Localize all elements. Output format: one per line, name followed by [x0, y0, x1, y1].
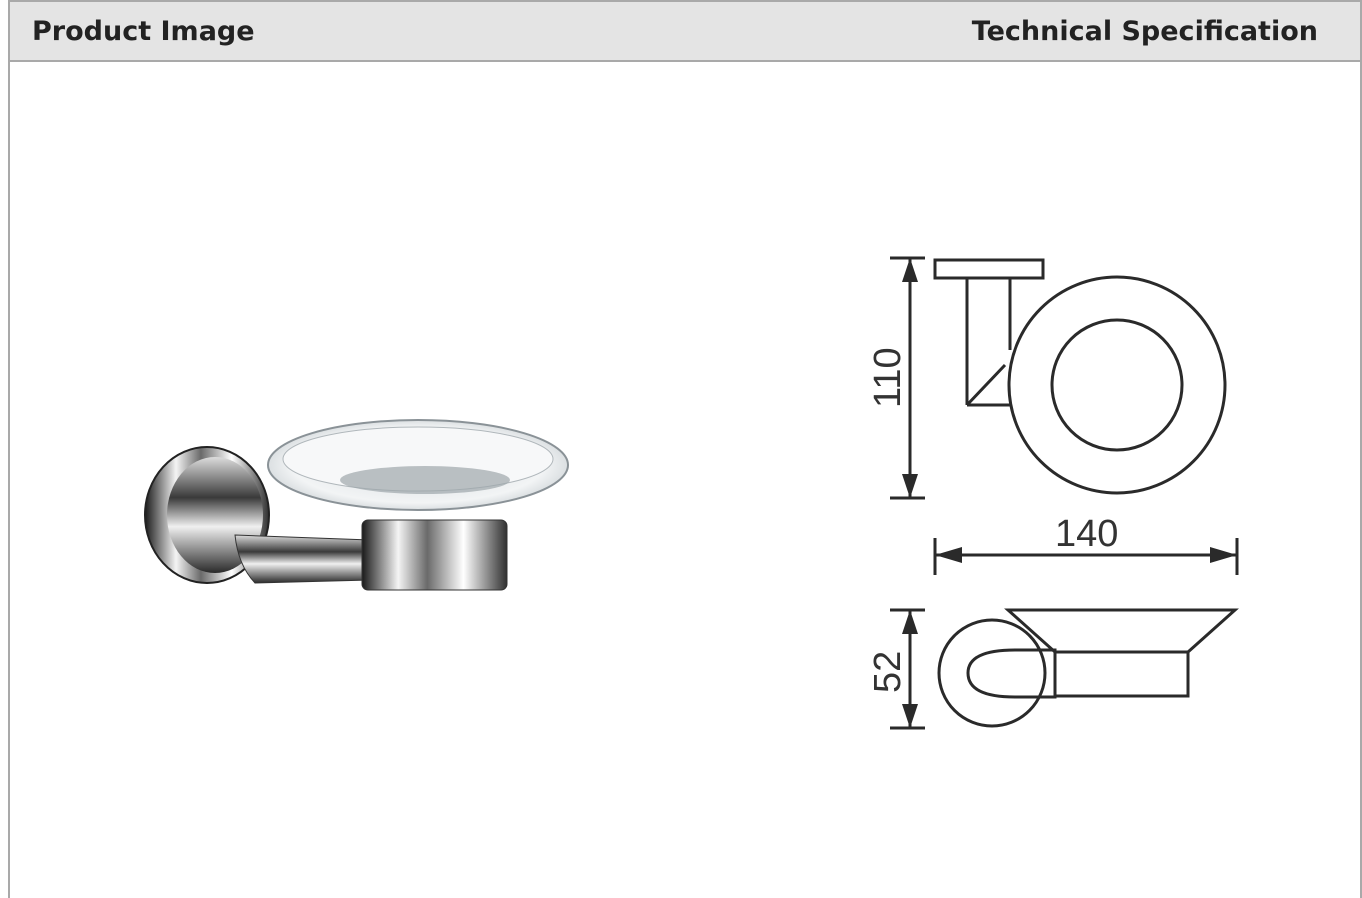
height-dimension-label: 110 — [867, 347, 909, 408]
header-bar: Product Image Technical Specification — [8, 0, 1362, 62]
technical-drawing: 110 140 52 — [867, 256, 1239, 730]
technical-specification-heading: Technical Specification — [971, 16, 1318, 47]
soap-dish-photo — [144, 419, 569, 591]
depth-dimension-label: 52 — [867, 651, 909, 693]
width-dimension-label: 140 — [1055, 513, 1118, 555]
product-image-heading: Product Image — [32, 16, 255, 47]
spec-sheet-frame — [8, 0, 1362, 898]
